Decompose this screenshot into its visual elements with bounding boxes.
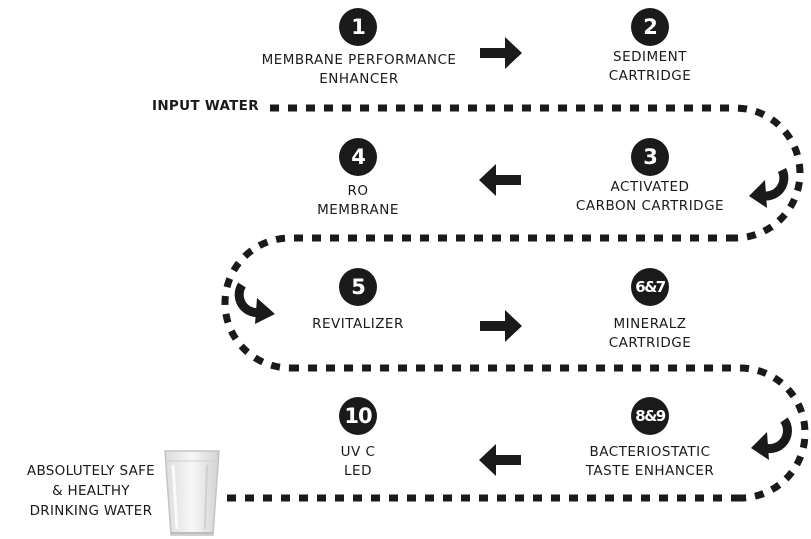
step-4-label-line: MEMBRANE bbox=[317, 202, 399, 218]
step-10-badge: 10 bbox=[339, 397, 377, 435]
curved-turn-arrow-icon bbox=[234, 282, 275, 324]
step-4-label-line: RO bbox=[347, 183, 369, 199]
drinking-water-label-line: & HEALTHY bbox=[52, 483, 130, 499]
step-6-7-label-line: MINERALZ bbox=[613, 316, 687, 332]
drinking-water-label: ABSOLUTELY SAFE & HEALTHY DRINKING WATER bbox=[27, 461, 155, 521]
step-3-badge: 3 bbox=[631, 138, 669, 176]
arrow-icon bbox=[480, 37, 522, 69]
step-4-badge: 4 bbox=[339, 138, 377, 176]
step-2-badge: 2 bbox=[631, 8, 669, 46]
step-10-label: UV C LED bbox=[298, 443, 418, 481]
step-1-label: MEMBRANE PERFORMANCE ENHANCER bbox=[204, 51, 514, 89]
arrow-icon bbox=[480, 310, 522, 342]
step-5-badge: 5 bbox=[339, 268, 377, 306]
drinking-water-label-line: DRINKING WATER bbox=[29, 503, 153, 519]
step-6-7-label-line: CARTRIDGE bbox=[608, 335, 692, 351]
step-8-9-label-line: TASTE ENHANCER bbox=[585, 463, 715, 479]
step-8-9-badge: 8&9 bbox=[631, 397, 669, 435]
curved-turn-arrow-icon bbox=[749, 168, 789, 208]
step-8-9-label-line: BACTERIOSTATIC bbox=[589, 444, 711, 460]
flow-path-row1 bbox=[270, 104, 804, 242]
step-4-label: RO MEMBRANE bbox=[278, 182, 438, 220]
step-5-label-line: REVITALIZER bbox=[312, 316, 404, 332]
step-3-label-line: ACTIVATED bbox=[610, 179, 690, 195]
step-3-label: ACTIVATED CARBON CARTRIDGE bbox=[550, 178, 750, 216]
step-3-label-line: CARBON CARTRIDGE bbox=[575, 198, 725, 214]
step-6-7-label: MINERALZ CARTRIDGE bbox=[565, 315, 735, 353]
step-10-label-line: LED bbox=[344, 463, 372, 479]
step-2-label: SEDIMENT CARTRIDGE bbox=[565, 48, 735, 86]
arrow-icon bbox=[479, 164, 521, 196]
flow-path-row3 bbox=[290, 364, 809, 502]
step-10-label-line: UV C bbox=[340, 444, 376, 460]
flow-path-row2 bbox=[221, 234, 735, 372]
step-1-badge: 1 bbox=[339, 8, 377, 46]
input-water-label: INPUT WATER bbox=[152, 98, 259, 114]
curved-turn-arrow-icon bbox=[751, 417, 792, 460]
drinking-water-label-line: ABSOLUTELY SAFE bbox=[26, 463, 155, 479]
water-glass-icon bbox=[164, 450, 220, 536]
step-2-label-line: SEDIMENT bbox=[613, 49, 687, 65]
step-5-label: REVITALIZER bbox=[278, 315, 438, 334]
step-2-label-line: CARTRIDGE bbox=[608, 68, 692, 84]
step-1-label-line: MEMBRANE PERFORMANCE bbox=[261, 52, 457, 68]
arrow-icon bbox=[479, 444, 521, 476]
step-8-9-label: BACTERIOSTATIC TASTE ENHANCER bbox=[555, 443, 745, 481]
step-1-label-line: ENHANCER bbox=[319, 71, 399, 87]
step-6-7-badge: 6&7 bbox=[631, 268, 669, 306]
